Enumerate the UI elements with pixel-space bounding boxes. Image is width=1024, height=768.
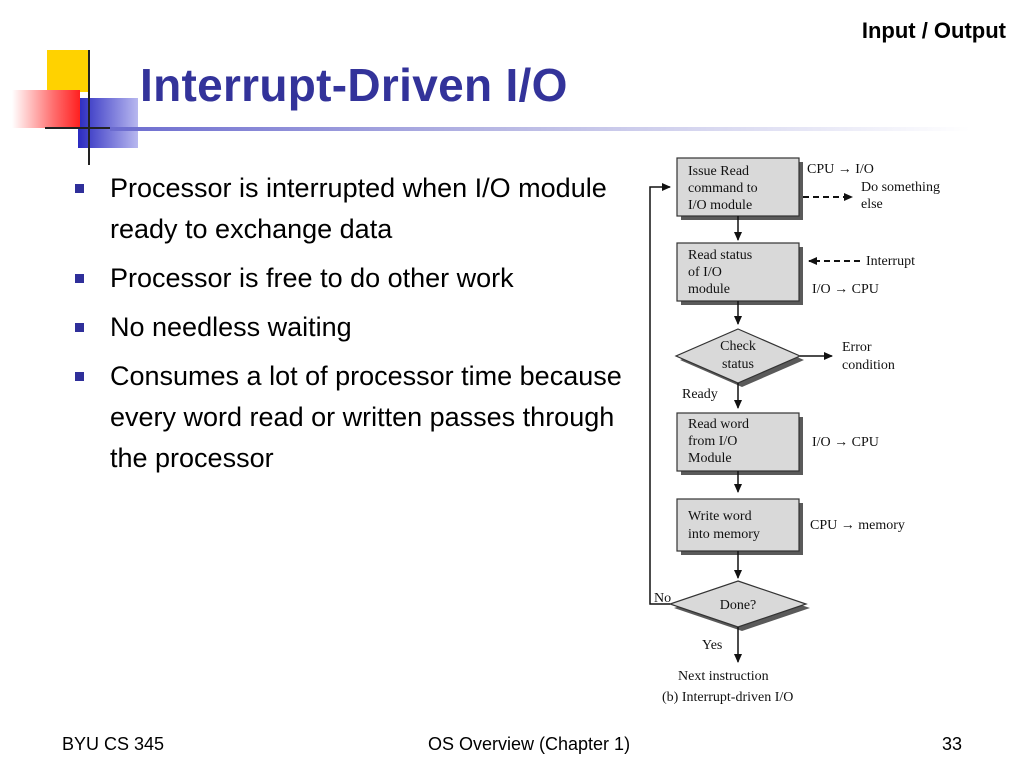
box-text: command to: [688, 181, 758, 196]
bullet-square-icon: [75, 274, 84, 283]
box-text: Write word: [688, 509, 752, 524]
bullet-square-icon: [75, 372, 84, 381]
decision-text: Check: [720, 339, 756, 354]
io-cpu-label: I/O → CPU: [812, 282, 879, 297]
bullet-item: Processor is free to do other work: [72, 258, 632, 299]
page-number: 33: [941, 734, 962, 754]
do-something-label: Do something: [861, 180, 940, 195]
box-text: into memory: [688, 527, 760, 542]
footer-course: BYU CS 345: [62, 734, 165, 754]
bullet-list: Processor is interrupted when I/O module…: [72, 168, 632, 487]
interrupt-io-flowchart: Issue Read command to I/O module CPU → I…: [649, 157, 940, 705]
slide-title: Interrupt-Driven I/O: [140, 59, 568, 111]
issue-read-box: Issue Read command to I/O module: [676, 157, 803, 220]
box-text: Module: [688, 451, 732, 466]
ready-label: Ready: [682, 387, 718, 402]
box-text: Read status: [688, 248, 752, 263]
no-label: No: [654, 591, 671, 606]
bullet-square-icon: [75, 184, 84, 193]
slide-logo: [12, 50, 142, 165]
box-text: Issue Read: [688, 164, 749, 179]
box-text: module: [688, 282, 730, 297]
interrupt-label: Interrupt: [866, 254, 915, 269]
bullet-text: No needless waiting: [110, 312, 352, 342]
write-word-box: Write word into memory: [676, 498, 803, 555]
loop-back-arrow: [649, 183, 671, 605]
done-decision: Done?: [668, 580, 810, 631]
decision-text: Done?: [720, 598, 757, 613]
cpu-io-label: CPU → I/O: [807, 162, 874, 177]
box-text: of I/O: [688, 265, 722, 280]
logo-blue-square: [78, 98, 138, 148]
bullet-item: Consumes a lot of processor time because…: [72, 356, 632, 479]
box-text: Read word: [688, 417, 749, 432]
decision-text: status: [722, 357, 754, 372]
bullet-square-icon: [75, 323, 84, 332]
logo-yellow-square: [47, 50, 89, 92]
bullet-item: No needless waiting: [72, 307, 632, 348]
cpu-memory-label: CPU → memory: [810, 518, 905, 533]
footer-title: OS Overview (Chapter 1): [428, 734, 631, 754]
do-something-label: else: [861, 197, 883, 212]
error-label: condition: [842, 358, 895, 373]
check-status-decision: Check status: [674, 328, 804, 387]
next-instruction-label: Next instruction: [678, 669, 769, 684]
yes-label: Yes: [702, 638, 722, 653]
read-status-box: Read status of I/O module: [676, 242, 803, 305]
section-topic: Input / Output: [861, 18, 1006, 43]
error-label: Error: [842, 340, 872, 355]
box-text: I/O module: [688, 198, 752, 213]
logo-red-bar: [12, 90, 80, 128]
bullet-text: Processor is interrupted when I/O module…: [110, 173, 607, 244]
read-word-box: Read word from I/O Module: [676, 412, 803, 475]
box-text: from I/O: [688, 434, 737, 449]
title-underline: [110, 127, 970, 131]
io-cpu-label: I/O → CPU: [812, 435, 879, 450]
bullet-item: Processor is interrupted when I/O module…: [72, 168, 632, 250]
bullet-text: Processor is free to do other work: [110, 263, 514, 293]
diagram-caption: (b) Interrupt-driven I/O: [662, 690, 793, 705]
bullet-text: Consumes a lot of processor time because…: [110, 361, 622, 473]
